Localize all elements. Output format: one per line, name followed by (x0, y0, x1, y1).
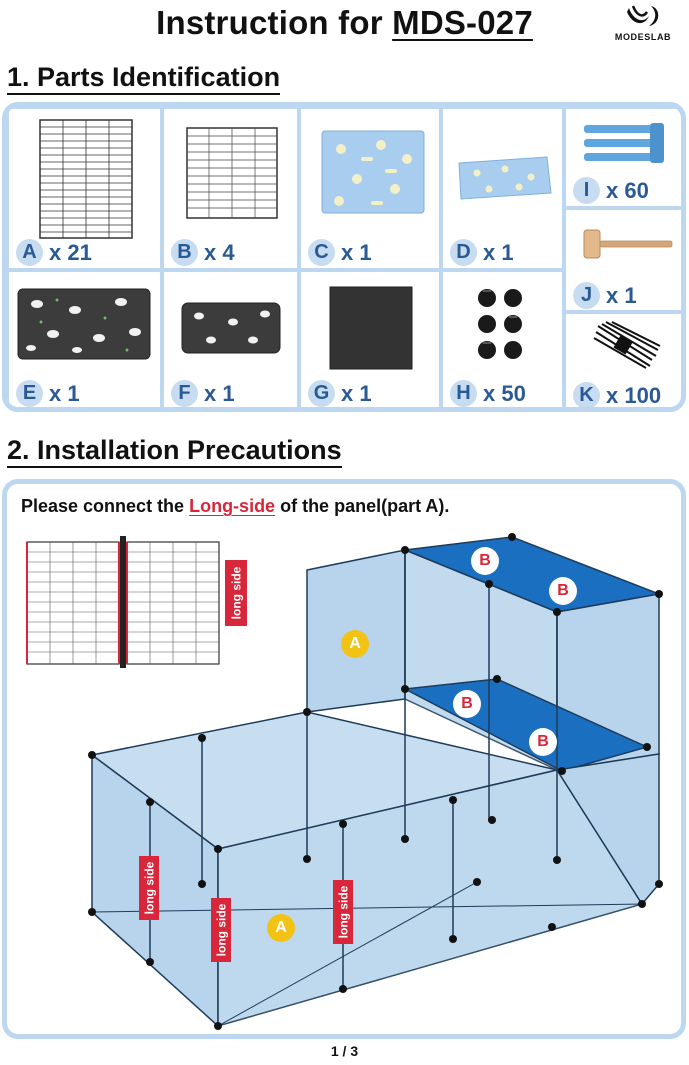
part-cell-h: H x 50 (441, 270, 564, 407)
mallet-image (583, 229, 673, 259)
part-label-f: F x 1 (171, 380, 235, 407)
panel-join-diagram (26, 536, 220, 668)
zip-tie-bundle-image (593, 321, 661, 369)
brand-name: MODESLAB (614, 32, 672, 42)
section-title-precautions: 2. Installation Precautions (7, 435, 342, 468)
part-cell-d: D x 1 (441, 107, 564, 270)
enclosure-diagram (88, 533, 663, 1030)
part-label-b: B x 4 (171, 239, 235, 266)
brand-logo: MODESLAB (603, 2, 683, 50)
part-cell-f: F x 1 (162, 270, 299, 407)
part-label-d: D x 1 (450, 239, 514, 266)
long-side-highlight: Long-side (189, 496, 276, 516)
model-number: MDS-027 (392, 4, 533, 41)
part-cell-g: G x 1 (299, 270, 441, 407)
part-label-g: G x 1 (308, 380, 372, 407)
title-prefix: Instruction for (156, 4, 393, 41)
cable-tie-strap-image (584, 123, 664, 163)
part-cell-a: A x 21 (7, 107, 162, 270)
wire-panel-image (39, 119, 133, 239)
part-label-k: K x 100 (573, 382, 661, 407)
precaution-instruction: Please connect the Long-side of the pane… (21, 496, 450, 516)
part-label-j: J x 1 (573, 282, 637, 309)
floor-mat-large-image (17, 288, 151, 360)
fabric-mat-image (321, 130, 425, 214)
part-label-a: A x 21 (16, 239, 92, 266)
felt-pad-image (329, 286, 413, 370)
diagram-label-b-2: B (549, 577, 577, 605)
long-side-tag-inset: long side (225, 560, 247, 626)
part-label-h: H x 50 (450, 380, 526, 407)
diagram-label-b-3: B (453, 690, 481, 718)
part-label-e: E x 1 (16, 380, 80, 407)
page-number: 1 / 3 (330, 1043, 359, 1059)
page-title: Instruction for MDS-027 (0, 4, 689, 42)
part-cell-k: K x 100 (564, 312, 681, 407)
part-cell-b: B x 4 (162, 107, 299, 270)
connector-clip-image (478, 289, 522, 359)
part-label-i: I x 60 (573, 177, 649, 204)
fabric-cover-image (458, 156, 552, 200)
part-cell-i: I x 60 (564, 107, 681, 208)
long-side-tag-3: long side (333, 880, 353, 944)
diagram-label-b-4: B (529, 728, 557, 756)
long-side-tag-2: long side (211, 898, 231, 962)
section-title-parts: 1. Parts Identification (7, 62, 281, 95)
diagram-label-a-lower: A (267, 914, 295, 942)
part-cell-e: E x 1 (7, 270, 162, 407)
diagram-label-b-1: B (471, 547, 499, 575)
part-label-c: C x 1 (308, 239, 372, 266)
precautions-panel: Please connect the Long-side of the pane… (2, 479, 686, 1039)
wire-panel-small-image (186, 127, 278, 219)
long-side-tag-1: long side (139, 856, 159, 920)
parts-grid: A x 21 B x 4 (2, 102, 686, 412)
brand-wave-icon (627, 5, 659, 26)
diagram-label-a-upper: A (341, 630, 369, 658)
part-cell-j: J x 1 (564, 208, 681, 312)
part-cell-c: C x 1 (299, 107, 441, 270)
floor-mat-small-image (181, 302, 281, 354)
